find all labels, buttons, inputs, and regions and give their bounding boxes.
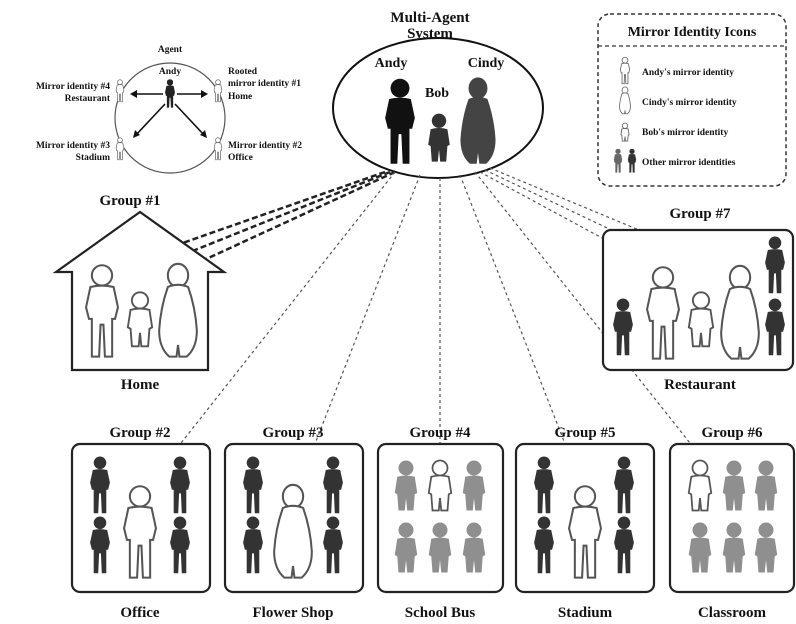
system-label-bob: Bob	[425, 86, 449, 101]
group-6-classroom: Group #6 Classroom	[668, 425, 796, 621]
agent-name: Andy	[159, 67, 181, 77]
system-label-cindy: Cindy	[468, 56, 505, 71]
mirror-identity-3-icon	[115, 137, 125, 161]
group-4-school-bus: Group #4 School Bus	[376, 425, 505, 621]
group-3-flower-shop: Group #3 Flower Shop	[223, 425, 365, 621]
group-7-label: Group #7	[670, 206, 731, 222]
group-4-label: Group #4	[410, 425, 471, 441]
group-3-place: Flower Shop	[253, 605, 334, 621]
agent-label: Agent	[158, 45, 183, 55]
legend-title: Mirror Identity Icons	[628, 25, 757, 40]
group-5-label: Group #5	[555, 425, 616, 441]
legend-item-bob: Bob's mirror identity	[642, 128, 728, 138]
legend-item-other: Other mirror identities	[642, 158, 736, 168]
identity-1-line1: Rooted	[228, 67, 258, 77]
identity-2-line1: Mirror identity #2	[228, 141, 302, 151]
group-2-office: Group #2 Office	[70, 425, 212, 621]
identity-4-line2: Restaurant	[65, 94, 111, 104]
group-2-label: Group #2	[110, 425, 171, 441]
group-1-label: Group #1	[100, 193, 161, 209]
mirror-identity-4-icon	[115, 79, 125, 103]
legend: Mirror Identity Icons Andy's mirror iden…	[597, 13, 787, 187]
identity-1-line3: Home	[228, 92, 252, 102]
mirror-identity-2-icon	[213, 137, 223, 161]
system-title-line1: Multi-Agent	[390, 10, 469, 26]
identity-3-line2: Stadium	[76, 153, 110, 163]
group-4-place: School Bus	[405, 605, 476, 621]
identity-4-line1: Mirror identity #4	[36, 82, 110, 92]
mirror-identity-1-icon	[213, 79, 223, 103]
group-3-label: Group #3	[263, 425, 324, 441]
group-5-place: Stadium	[558, 605, 613, 621]
group-2-place: Office	[120, 605, 159, 621]
group-1-home: Group #1 Home	[52, 193, 228, 393]
group-5-stadium: Group #5 Stadium	[514, 425, 656, 621]
group-7-place: Restaurant	[664, 377, 736, 393]
system-label-andy: Andy	[375, 56, 408, 71]
legend-bob-icon	[620, 122, 630, 142]
group-6-place: Classroom	[698, 605, 767, 621]
legend-item-andy: Andy's mirror identity	[642, 68, 734, 78]
identity-2-line2: Office	[228, 153, 253, 163]
identity-1-line2: mirror identity #1	[228, 79, 301, 89]
agent-andy-icon	[165, 79, 175, 108]
legend-item-cindy: Cindy's mirror identity	[642, 98, 737, 108]
agent-mirror-diagram: Agent Andy Mirror identity #4 Restaurant…	[36, 45, 302, 174]
group-1-place: Home	[121, 377, 160, 393]
group-7-restaurant: Group #7 Restaurant	[601, 206, 795, 393]
identity-3-line1: Mirror identity #3	[36, 141, 110, 151]
group-6-label: Group #6	[702, 425, 763, 441]
